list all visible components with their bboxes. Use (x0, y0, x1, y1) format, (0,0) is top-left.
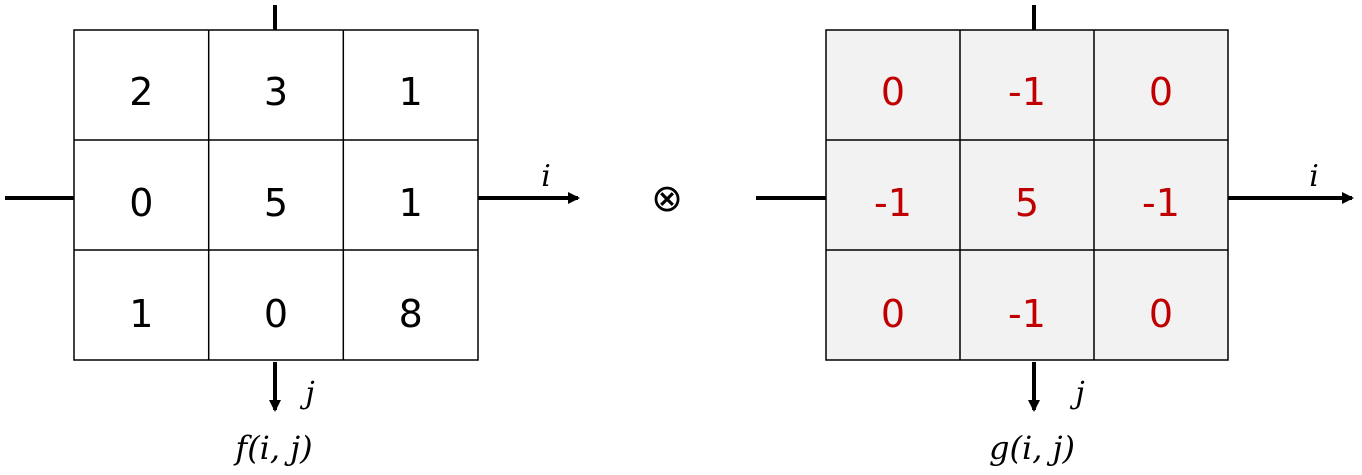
left-cell-1-2: 1 (399, 181, 423, 225)
right-matrix-group: 0 -1 0 -1 5 -1 0 -1 0 i j g(i, j) (756, 5, 1354, 467)
left-cell-0-0: 2 (129, 70, 153, 114)
convolution-operator: ⊗ (651, 176, 683, 220)
right-i-label: i (1309, 159, 1319, 194)
right-j-label: j (1069, 376, 1084, 411)
right-cell-0-1: -1 (1008, 70, 1046, 114)
right-cell-1-0: -1 (874, 181, 912, 225)
left-cell-0-2: 1 (399, 70, 423, 114)
right-cell-0-0: 0 (881, 70, 905, 114)
left-cell-1-1: 5 (264, 181, 288, 225)
right-cell-1-1: 5 (1015, 181, 1039, 225)
right-matrix-cells: 0 -1 0 -1 5 -1 0 -1 0 (874, 70, 1180, 336)
left-function-label: f(i, j) (233, 429, 312, 467)
left-matrix-cells: 2 3 1 0 5 1 1 0 8 (129, 70, 423, 336)
left-cell-0-1: 3 (264, 70, 288, 114)
left-matrix-group: 2 3 1 0 5 1 1 0 8 i j f(i, j) (5, 5, 580, 467)
left-matrix-grid (73, 29, 479, 361)
right-cell-2-0: 0 (881, 292, 905, 336)
right-cell-0-2: 0 (1149, 70, 1173, 114)
left-j-label: j (299, 376, 314, 411)
left-cell-2-2: 8 (399, 292, 423, 336)
right-matrix-grid (825, 29, 1229, 361)
right-matrix-background (826, 30, 1228, 360)
right-cell-2-2: 0 (1149, 292, 1173, 336)
left-cell-2-0: 1 (129, 292, 153, 336)
right-cell-2-1: -1 (1008, 292, 1046, 336)
left-cell-1-0: 0 (129, 181, 153, 225)
left-matrix-background (74, 30, 478, 360)
left-cell-2-1: 0 (264, 292, 288, 336)
right-function-label: g(i, j) (989, 429, 1075, 467)
left-i-label: i (541, 159, 551, 194)
right-cell-1-2: -1 (1142, 181, 1180, 225)
